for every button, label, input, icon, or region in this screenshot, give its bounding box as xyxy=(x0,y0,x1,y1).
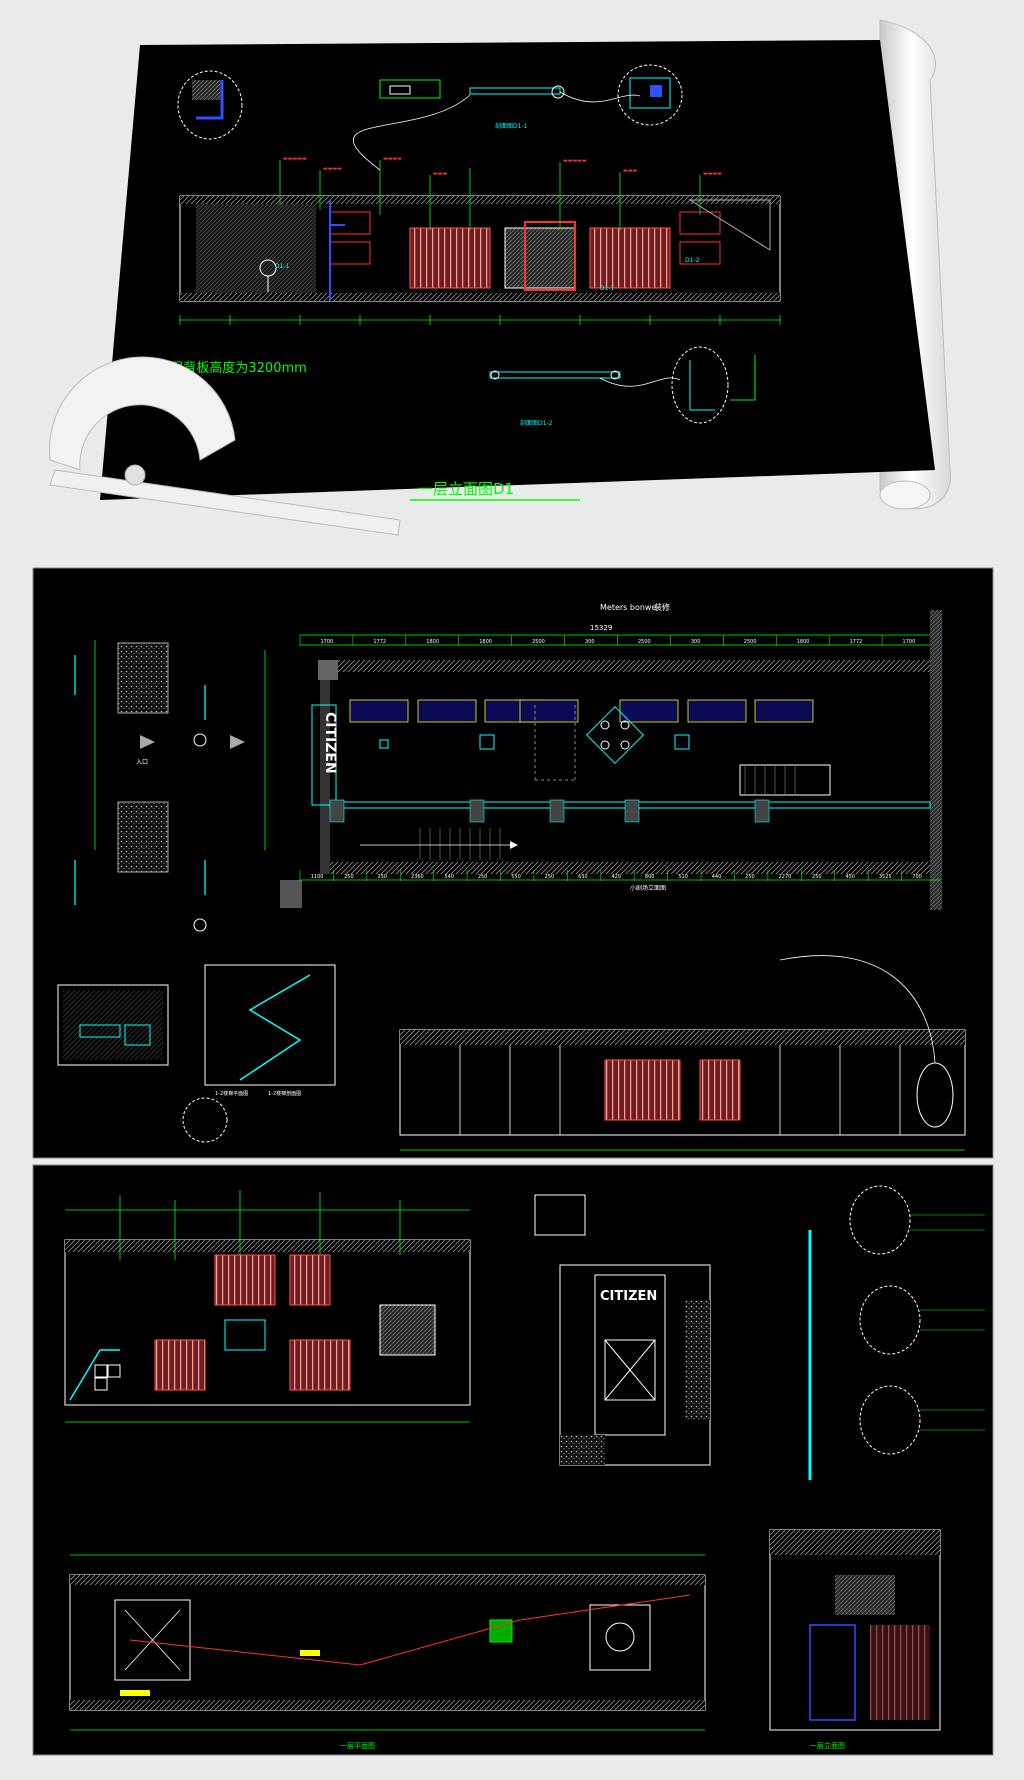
brand-heading-suffix: 装修 xyxy=(654,602,670,612)
protractor-prop xyxy=(48,356,401,536)
section-tag: D1-1 xyxy=(600,285,615,292)
dimension-value: 1800 xyxy=(479,639,492,645)
sheet3-frame xyxy=(32,1164,994,1756)
display-panel xyxy=(699,1059,741,1121)
dimension-value: 250 xyxy=(812,874,822,880)
entry-arrow-icon xyxy=(230,735,245,749)
dims-top-row: 1700 1772 1800 1800 2500 300 2500 300 2500 1800 17… xyxy=(299,635,916,646)
svg-text:▬▬▬▬: ▬▬▬▬ xyxy=(703,171,722,177)
dimension-value: 2270 xyxy=(779,874,792,880)
display-panel xyxy=(589,227,671,289)
dimension-value: 300 xyxy=(691,639,701,645)
dimension-value: 2500 xyxy=(744,639,757,645)
sheet3-elevations: CITIZEN xyxy=(32,1164,994,1756)
dimension-value: 510 xyxy=(678,874,688,880)
small-plan xyxy=(57,984,169,1066)
flow-arrows xyxy=(74,655,206,905)
total-dimension: 15329 xyxy=(590,624,612,632)
plan-label: 一层平面图 xyxy=(340,1742,375,1750)
wall-north xyxy=(320,660,935,672)
dimension-value: 250 xyxy=(378,874,388,880)
stair-section xyxy=(204,964,336,1086)
svg-text:▬▬▬▬▬: ▬▬▬▬▬ xyxy=(283,156,307,162)
svg-text:▬▬▬▬: ▬▬▬▬ xyxy=(383,156,402,162)
detail-label: 剖面图D1-1 xyxy=(495,122,528,130)
dimension-value: 1100 xyxy=(311,874,324,880)
dimension-value: 450 xyxy=(845,874,855,880)
entrance-label: 入口 xyxy=(136,759,148,766)
dimension-value: 440 xyxy=(712,874,722,880)
dimension-value: 1700 xyxy=(320,639,333,645)
dimension-value: 550 xyxy=(511,874,521,880)
display-window xyxy=(417,699,477,723)
display-window-row xyxy=(349,699,814,723)
svg-text:▬▬▬: ▬▬▬ xyxy=(623,168,637,174)
display-window xyxy=(754,699,814,723)
detail-callout xyxy=(617,64,683,126)
sheet1-detail-mid: 剖面图D1-2 xyxy=(489,370,621,427)
svg-text:▬▬▬▬▬: ▬▬▬▬▬ xyxy=(563,158,587,164)
wall-south xyxy=(320,862,935,874)
detail-label: 剖面图D1-2 xyxy=(520,419,553,427)
dimension-value: 800 xyxy=(645,874,655,880)
round-display xyxy=(586,706,644,764)
display-panel xyxy=(409,227,491,289)
dimension-value: 1800 xyxy=(797,639,810,645)
display-panel xyxy=(604,1059,681,1121)
dimension-value: 2360 xyxy=(411,874,424,880)
section-tag: D1-2 xyxy=(685,257,700,264)
svg-text:▬▬▬: ▬▬▬ xyxy=(433,171,447,177)
svg-text:▬▬▬▬: ▬▬▬▬ xyxy=(323,166,342,172)
citizen-sign: CITIZEN xyxy=(600,1289,657,1304)
sheet1-rolled-blueprint: ▬▬▬▬▬▬▬▬▬ ▬▬▬▬▬▬▬ ▬▬▬▬▬▬▬▬ ▬▬▬▬ D1-1 D1-… xyxy=(48,19,951,536)
dimension-value: 2500 xyxy=(532,639,545,645)
sheet2-floor-plan: Meters bonwe 装修 15329 1700 1772 1800 1800 25… xyxy=(32,567,994,1159)
detail-callout xyxy=(177,70,243,140)
sheet1-detail-top: 剖面图D1-1 xyxy=(379,79,565,130)
dimension-value: 3525 xyxy=(879,874,892,880)
display-window xyxy=(619,699,679,723)
entrance-planter xyxy=(117,642,169,714)
brand-heading: Meters bonwe xyxy=(600,603,656,612)
elevation-label: 一层立面图 xyxy=(810,1741,845,1750)
dimension-value: 300 xyxy=(585,639,595,645)
dimension-value: 1772 xyxy=(850,639,863,645)
sheet1-elevation: ▬▬▬▬▬▬▬▬▬ ▬▬▬▬▬▬▬ ▬▬▬▬▬▬▬▬ ▬▬▬▬ D1-1 D1-… xyxy=(179,156,781,325)
display-window xyxy=(349,699,409,723)
entrance-planter xyxy=(117,801,169,873)
dimension-value: 1772 xyxy=(373,639,386,645)
stair-treads xyxy=(419,828,501,860)
entry-arrow-icon xyxy=(140,735,155,749)
detail-callout xyxy=(671,346,729,424)
stair-label: 1-2楼梯剖面图 xyxy=(268,1090,301,1097)
section-tag: D1-1 xyxy=(275,263,290,270)
dimension-value: 420 xyxy=(612,874,622,880)
detail-callout xyxy=(182,1097,228,1143)
sheet-title: 一层立面图D1 xyxy=(418,480,514,498)
display-window xyxy=(687,699,747,723)
dimension-value: 630 xyxy=(578,874,588,880)
dimension-value: 250 xyxy=(545,874,555,880)
citizen-sign: CITIZEN xyxy=(322,712,338,774)
dimension-value: 250 xyxy=(344,874,354,880)
dims-bottom-row: 1100 250 250 2360 540 250 550 250 630 420 800 510 44… xyxy=(299,870,922,881)
dimension-value: 250 xyxy=(745,874,755,880)
stair-label: 1-2楼梯平面图 xyxy=(215,1090,248,1097)
dimension-value: 2500 xyxy=(638,639,651,645)
dimension-value: 250 xyxy=(478,874,488,880)
display-window xyxy=(519,699,579,723)
paper-roll-end xyxy=(879,480,931,510)
dimension-value: 540 xyxy=(444,874,454,880)
dimension-value: 700 xyxy=(912,874,922,880)
dimension-value: 1700 xyxy=(903,639,916,645)
elevation-label: 小剧场立面图 xyxy=(630,884,666,892)
dimension-value: 1800 xyxy=(426,639,439,645)
